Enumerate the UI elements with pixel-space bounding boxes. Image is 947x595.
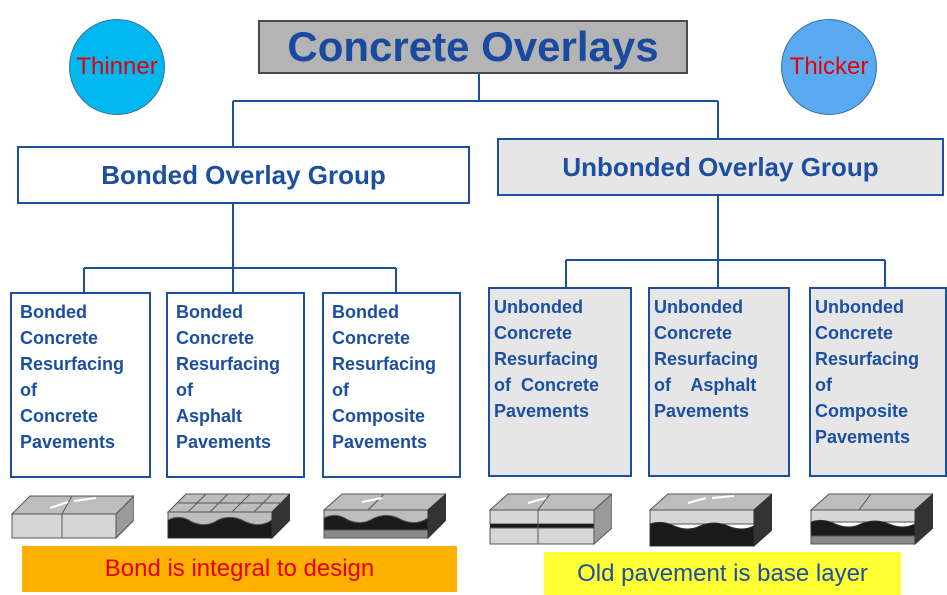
unbonded-concrete-on-asphalt-box: Unbonded Concrete Resurfacing of Asphalt… (648, 287, 790, 477)
leaf-line: Resurfacing (494, 349, 599, 369)
leaf-line: Bonded (176, 302, 243, 322)
pavement-unbonded-composite-illustration (809, 493, 933, 546)
unbonded-concrete-on-composite-box: Unbonded Concrete Resurfacing of Composi… (809, 287, 947, 477)
leaf-line: Concrete (815, 323, 894, 343)
bonded-note-text: Bond is integral to design (104, 555, 375, 582)
unbonded-note-banner: Old pavement is base layer (544, 552, 901, 595)
leaf-line: of (332, 380, 349, 400)
unbonded-note-text: Old pavement is base layer (577, 559, 868, 587)
unbonded-concrete-on-concrete-box: Unbonded Concrete Resurfacing of Concret… (488, 287, 632, 477)
bonded-concrete-on-composite-box: Bonded Concrete Resurfacing of Composite… (322, 292, 461, 478)
unbonded-group-box: Unbonded Overlay Group (497, 138, 944, 196)
thicker-indicator: Thicker (781, 19, 877, 115)
leaf-line: Concrete (176, 328, 255, 348)
unbonded-group-label: Unbonded Overlay Group (562, 151, 879, 182)
diagram-title-box: Concrete Overlays (258, 20, 688, 74)
leaf-line: Concrete (20, 328, 99, 348)
leaf-line: Concrete (332, 328, 411, 348)
leaf-line: Concrete (654, 323, 733, 343)
leaf-line: Pavements (176, 432, 272, 452)
leaf-line: Resurfacing (176, 354, 281, 374)
bonded-group-label: Bonded Overlay Group (101, 159, 386, 190)
bonded-note-banner: Bond is integral to design (22, 546, 457, 592)
leaf-line: Resurfacing (815, 349, 920, 369)
leaf-line: Resurfacing (654, 349, 759, 369)
leaf-line: Concrete (20, 406, 99, 426)
pavement-bonded-composite-illustration (322, 493, 446, 540)
pavement-bonded-asphalt-illustration (166, 493, 290, 540)
leaf-line: of (815, 375, 832, 395)
leaf-line: of Concrete (494, 375, 600, 395)
leaf-line: of (176, 380, 193, 400)
leaf-line: Bonded (332, 302, 399, 322)
leaf-line: Bonded (20, 302, 87, 322)
thinner-label: Thinner (76, 53, 158, 80)
leaf-line: Pavements (815, 427, 911, 447)
leaf-line: Pavements (332, 432, 428, 452)
leaf-line: Pavements (494, 401, 590, 421)
leaf-line: Asphalt (176, 406, 243, 426)
leaf-line: Unbonded (494, 297, 583, 317)
leaf-line: Composite (332, 406, 426, 426)
leaf-line: Resurfacing (20, 354, 125, 374)
bonded-group-box: Bonded Overlay Group (17, 146, 470, 204)
leaf-line: of Asphalt (654, 375, 757, 395)
thicker-label: Thicker (789, 53, 869, 80)
leaf-line: Unbonded (654, 297, 743, 317)
pavement-unbonded-concrete-illustration (488, 493, 612, 546)
leaf-line: Unbonded (815, 297, 904, 317)
diagram-title: Concrete Overlays (287, 23, 659, 70)
bonded-concrete-on-asphalt-box: Bonded Concrete Resurfacing of Asphalt P… (166, 292, 305, 478)
pavement-bonded-concrete-illustration (10, 495, 134, 540)
leaf-line: Concrete (494, 323, 573, 343)
bonded-concrete-on-concrete-box: Bonded Concrete Resurfacing of Concrete … (10, 292, 151, 478)
thinner-indicator: Thinner (69, 19, 165, 115)
leaf-line: Pavements (654, 401, 750, 421)
pavement-unbonded-asphalt-illustration (648, 493, 772, 548)
leaf-line: Composite (815, 401, 909, 421)
leaf-line: Resurfacing (332, 354, 437, 374)
leaf-line: Pavements (20, 432, 116, 452)
leaf-line: of (20, 380, 37, 400)
